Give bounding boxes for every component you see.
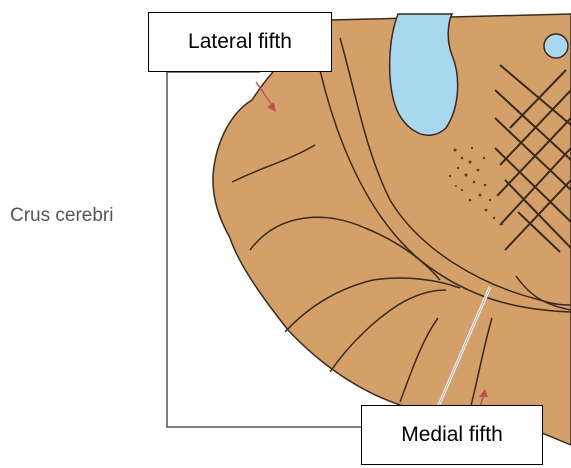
small-nucleus-circle [544, 34, 568, 58]
lateral-fifth-text: Lateral fifth [188, 30, 292, 54]
lateral-fifth-label: Lateral fifth [148, 12, 332, 72]
aqueduct-shape [390, 14, 458, 135]
medial-fifth-label: Medial fifth [361, 405, 543, 465]
crus-cerebri-label: Crus cerebri [10, 205, 113, 227]
medial-fifth-text: Medial fifth [401, 423, 503, 447]
